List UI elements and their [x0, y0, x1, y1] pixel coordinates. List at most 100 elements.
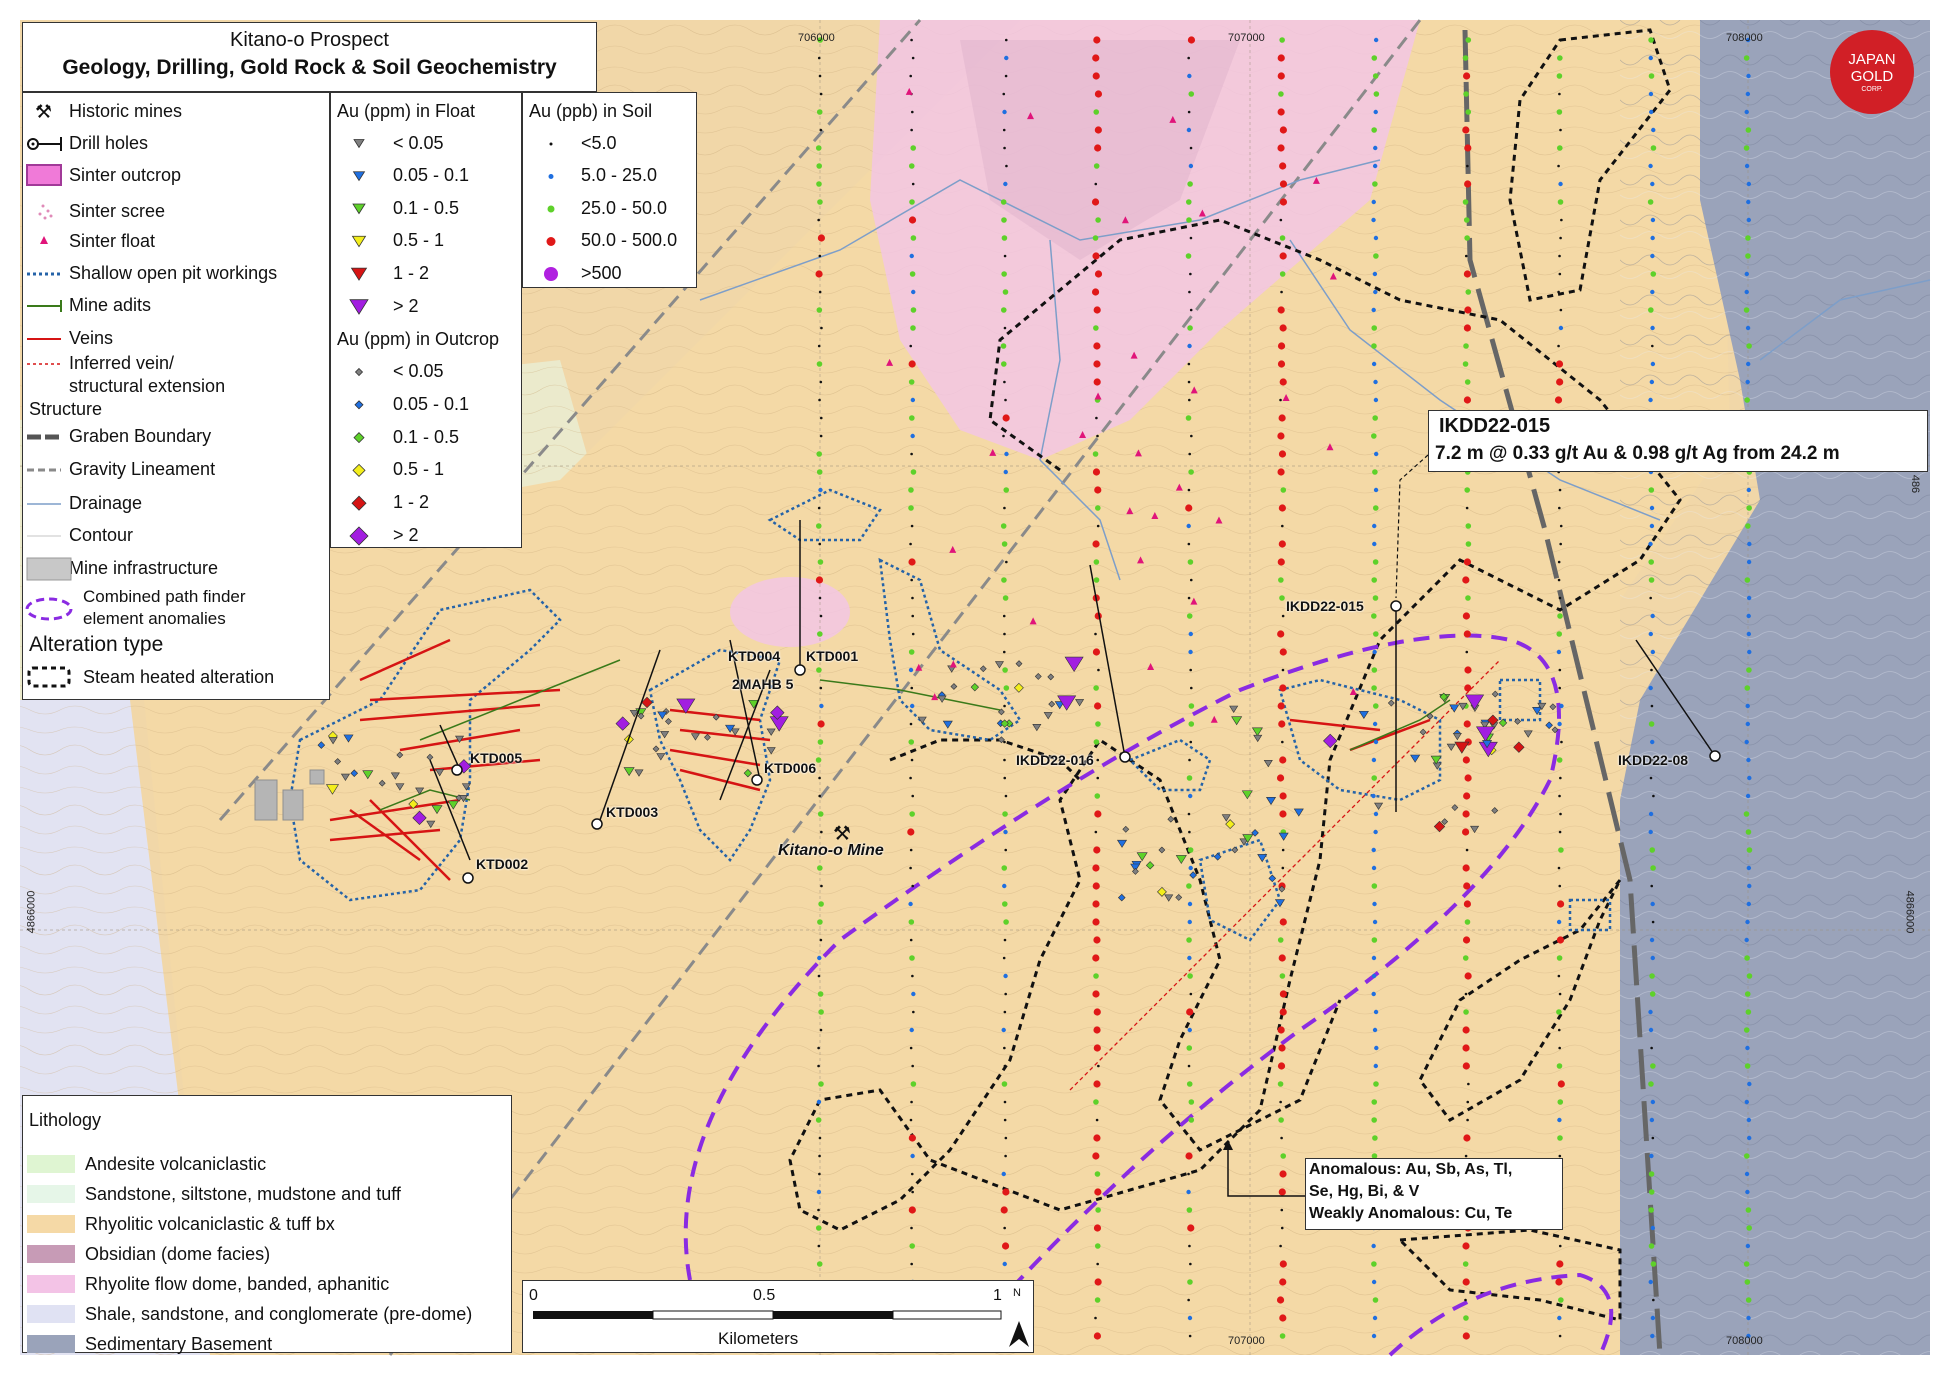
soil-sample-dot	[1648, 1009, 1653, 1015]
soil-sample-dot	[1189, 668, 1192, 672]
soil-sample-dot	[1002, 1188, 1010, 1196]
coord-bottom: 708000	[1726, 1335, 1763, 1347]
outcrop-legend-diamond-icon	[351, 495, 367, 511]
sinter-float-triangle	[1027, 112, 1035, 120]
soil-sample-dot	[1557, 578, 1561, 582]
soil-sample-dot	[1556, 1063, 1563, 1069]
soil-sample-dot	[1091, 288, 1100, 296]
float-sample-triangle	[447, 800, 459, 810]
legend-alteration-type: Alteration type	[29, 633, 164, 656]
soil-sample-dot	[1279, 1333, 1286, 1339]
soil-sample-dot	[1279, 324, 1287, 332]
soil-sample-dot	[1462, 1332, 1470, 1340]
outcrop-sample-diamond	[412, 810, 427, 826]
sinter-float-triangle	[1134, 449, 1142, 457]
soil-sample-dot	[1557, 1117, 1562, 1123]
soil-sample-dot	[1744, 991, 1751, 997]
map-subtitle: Geology, Drilling, Gold Rock & Soil Geoc…	[62, 56, 557, 79]
soil-sample-dot	[1092, 72, 1100, 80]
soil-sample-dot	[1463, 900, 1472, 908]
soil-sample-dot	[1462, 612, 1471, 620]
soil-sample-dot	[1557, 721, 1562, 727]
soil-sample-dot	[1371, 217, 1376, 223]
soil-sample-dot	[1466, 164, 1469, 168]
soil-sample-dot	[1093, 1008, 1101, 1016]
soil-sample-dot	[1094, 144, 1102, 152]
soil-sample-dot	[817, 1244, 821, 1248]
soil-sample-dot	[911, 110, 914, 114]
soil-legend-dot-icon	[546, 237, 556, 246]
soil-sample-dot	[1093, 1099, 1099, 1105]
soil-sample-dot	[911, 614, 915, 618]
soil-sample-dot	[1648, 631, 1653, 637]
soil-sample-dot	[819, 380, 823, 384]
float-sample-triangle	[435, 769, 445, 777]
soil-sample-dot	[818, 776, 821, 780]
soil-sample-dot	[1746, 613, 1751, 619]
soil-sample-dot	[1371, 433, 1377, 439]
soil-sample-dot	[1371, 1243, 1376, 1249]
sinter-float-triangle	[1215, 516, 1223, 524]
soil-sample-dot	[1462, 1242, 1470, 1250]
soil-sample-dot	[1004, 451, 1009, 457]
soil-sample-dot	[1746, 1117, 1752, 1123]
callout-ikdd22-015: IKDD22-015 7.2 m @ 0.33 g/t Au & 0.98 g/…	[1428, 410, 1928, 472]
soil-sample-dot	[1276, 774, 1285, 782]
soil-sample-dot	[1003, 1100, 1007, 1104]
soil-sample-dot	[909, 955, 915, 961]
soil-sample-dot	[816, 667, 822, 673]
soil-sample-dot	[1187, 1279, 1193, 1285]
soil-sample-dot	[1648, 811, 1654, 817]
soil-sample-dot	[1279, 398, 1282, 402]
soil-sample-dot	[1651, 1136, 1655, 1140]
soil-sample-dot	[1557, 1315, 1562, 1321]
outcrop-sample-diamond	[1231, 846, 1239, 854]
soil-sample-dot	[1464, 235, 1470, 241]
soil-sample-dot	[1745, 1009, 1752, 1015]
soil-sample-dot	[1092, 864, 1100, 872]
soil-sample-dot	[1462, 361, 1469, 367]
soil-sample-dot	[1554, 396, 1563, 404]
soil-sample-dot	[1092, 468, 1101, 476]
outcrop-sample-diamond	[378, 779, 386, 787]
soil-sample-dot	[1746, 865, 1752, 871]
soil-sample-dot	[1279, 1278, 1287, 1286]
soil-sample-dot	[910, 1153, 915, 1159]
soil-sample-dot	[1464, 180, 1472, 188]
soil-sample-dot	[1092, 1152, 1100, 1160]
soil-sample-dot	[1373, 1063, 1378, 1069]
soil-sample-dot	[1371, 613, 1377, 619]
legend-mine-infra: Mine infrastructure	[69, 558, 219, 578]
soil-sample-dot	[1094, 1243, 1101, 1249]
float-sample-triangle	[1057, 695, 1077, 711]
soil-sample-dot	[1186, 937, 1192, 943]
soil-sample-dot	[1186, 1008, 1194, 1016]
label-ikdd22-016: IKDD22-016	[1016, 752, 1094, 768]
soil-sample-dot	[1188, 631, 1193, 637]
sinter-float-triangle	[1282, 394, 1290, 402]
soil-sample-dot	[1371, 1333, 1377, 1339]
soil-sample-dot	[1003, 487, 1010, 493]
soil-sample-dot	[819, 434, 823, 438]
pathfinder-icon	[25, 597, 73, 621]
outcrop-sample-diamond	[1487, 714, 1499, 726]
soil-sample-dot	[1746, 1333, 1751, 1339]
soil-sample-dot	[1004, 398, 1007, 402]
soil-sample-dot	[1648, 829, 1653, 835]
soil-sample-dot	[1744, 163, 1750, 169]
soil-sample-dot	[1371, 1117, 1377, 1123]
float-sample-triangle	[1374, 802, 1384, 811]
soil-sample-dot	[911, 289, 916, 295]
sinter-outcrop-swatch	[26, 164, 62, 186]
soil-sample-dot	[1093, 936, 1101, 944]
soil-sample-dot	[1373, 235, 1379, 241]
soil-sample-dot	[1189, 146, 1193, 150]
sinter-float-triangle	[1094, 392, 1102, 400]
soil-sample-dot	[910, 1172, 914, 1176]
float-sample-triangle	[676, 698, 696, 714]
soil-sample-dot	[1279, 252, 1287, 260]
soil-sample-dot	[1651, 127, 1656, 133]
soil-sample-dot	[1277, 702, 1285, 710]
legend-soil: Au (ppb) in Soil <5.0 5.0 - 25.0 25.0 - …	[522, 92, 697, 288]
north-label: N	[1013, 1287, 1021, 1299]
